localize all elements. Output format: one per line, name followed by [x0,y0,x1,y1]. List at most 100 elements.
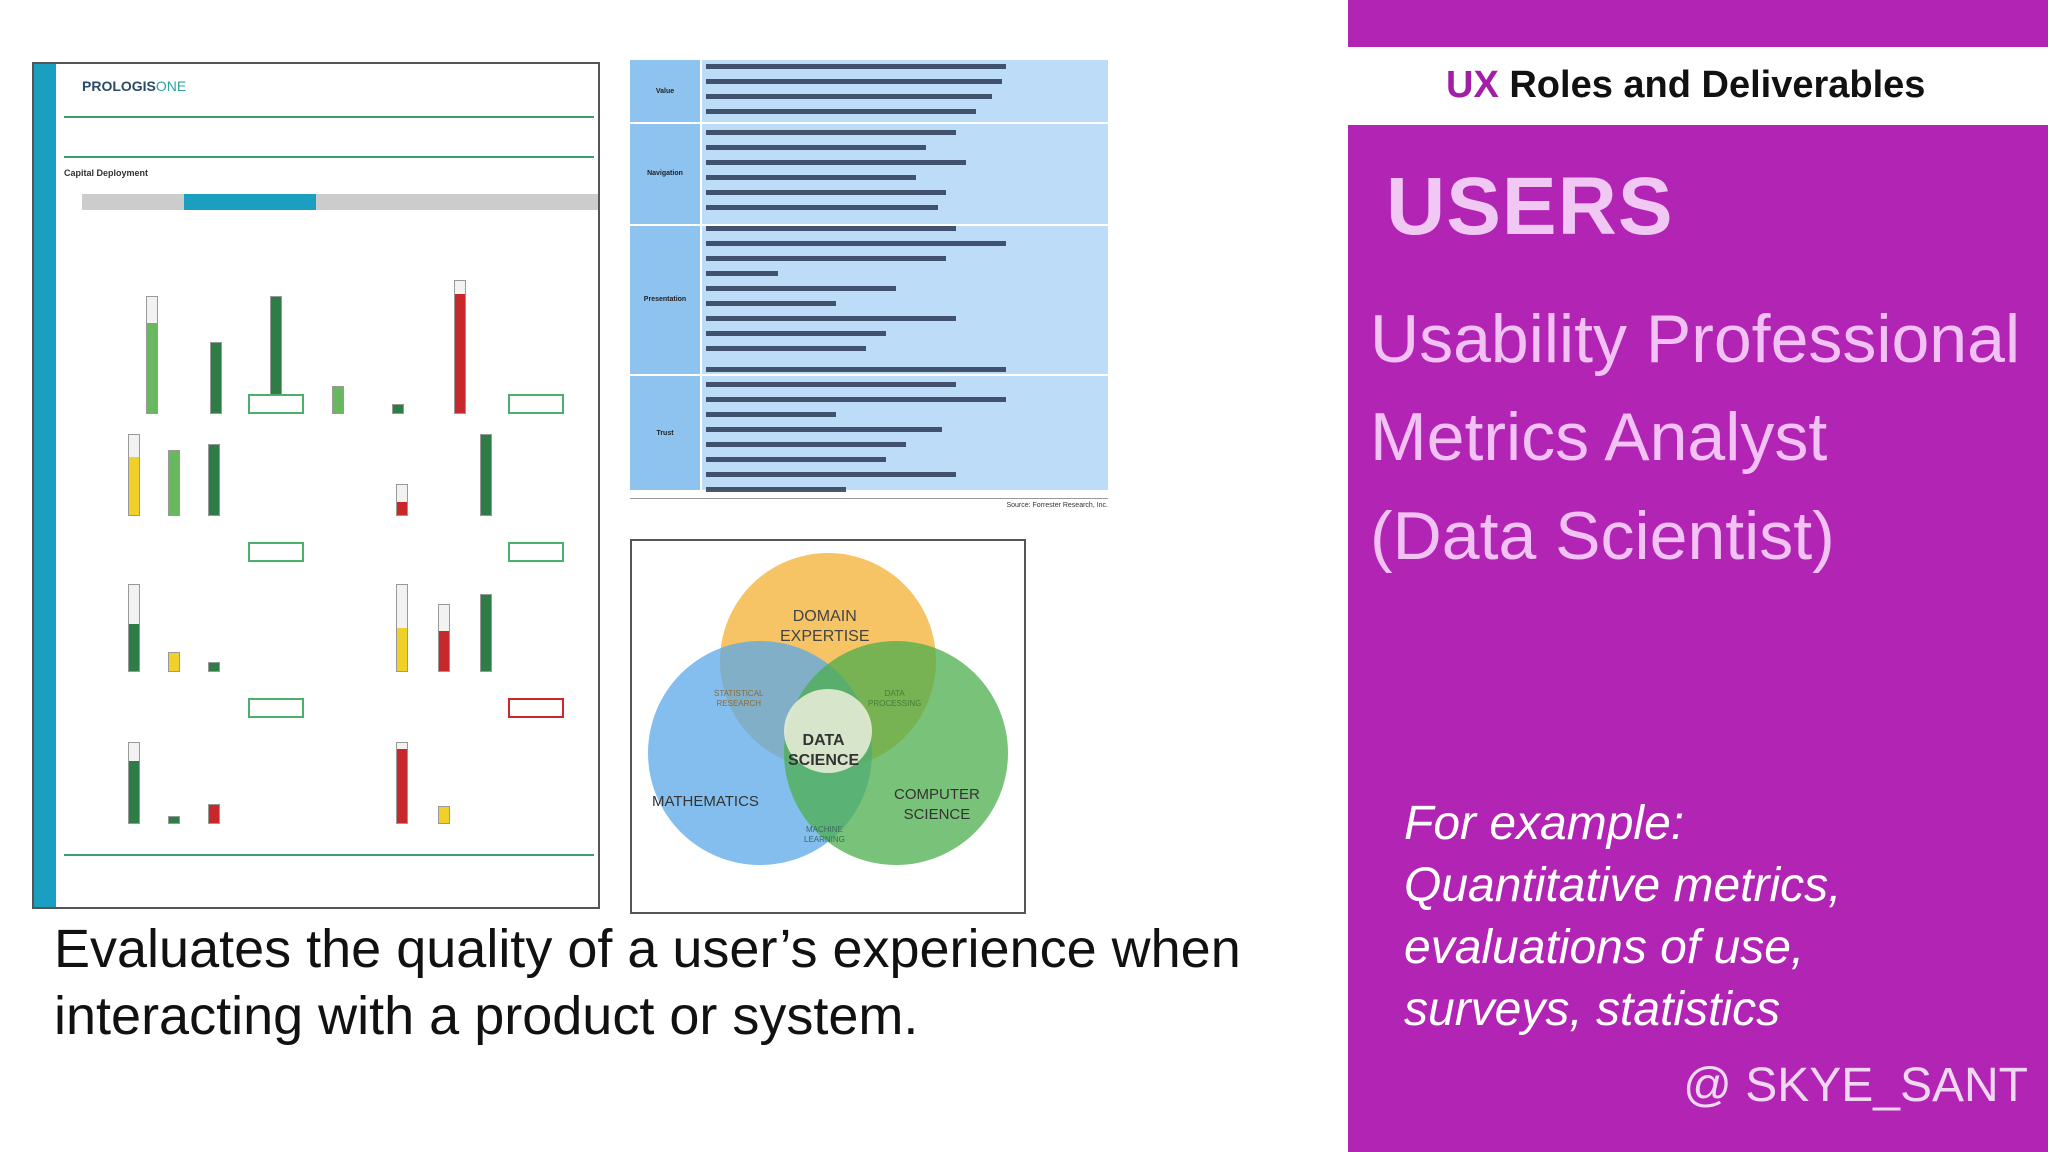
slide-title-ux: UX [1446,64,1499,106]
checklist-question-line [706,175,916,180]
dashboard-divider [64,116,594,118]
mini-bar [332,386,344,414]
checklist-question-line [706,271,778,276]
example-line: For example: [1404,797,1685,850]
role-line: Metrics Analyst [1370,399,1828,475]
mini-bar [146,296,158,414]
caption-line-2: interacting with a product or system. [54,986,919,1046]
checklist-question-line [706,241,1006,246]
mini-bar [396,742,408,824]
venn-label-cs: COMPUTER SCIENCE [894,786,980,823]
checklist-question-line [706,301,836,306]
info-panel: UX Roles and Deliverables USERS Usabilit… [1348,0,2048,1152]
venn-label-stat: STATISTICAL RESEARCH [714,689,764,708]
mini-bar [168,816,180,824]
checklist-question-line [706,442,906,447]
kpi-box [508,698,564,718]
kpi-box [508,394,564,414]
checklist-category-label: Value [655,88,675,95]
checklist-question-line [706,457,886,462]
checklist-question-line [706,94,992,99]
checklist-question-line [706,130,956,135]
checklist-question-line [706,346,866,351]
mini-bar [454,280,466,414]
checklist-question-line [706,64,1006,69]
slide-title: UX Roles and Deliverables [1446,64,1925,107]
checklist-question-block [702,60,1108,124]
kpi-box [248,698,304,718]
checklist-category-cell [630,60,700,124]
role-line: (Data Scientist) [1370,498,1835,574]
venn-label-ml: MACHINE LEARNING [804,825,845,844]
checklist-question-line [706,397,1006,402]
mini-bar [128,584,140,672]
dashboard-tab-bar [82,194,598,210]
mini-bar [480,594,492,672]
dashboard-divider [64,854,594,856]
data-science-venn-diagram: DOMAIN EXPERTISE MATHEMATICS COMPUTER SC… [630,539,1026,914]
mini-bar [396,584,408,672]
header-band [1348,47,2048,125]
kpi-box [248,394,304,414]
checklist-question-line [706,226,956,231]
checklist-category-cell [630,376,700,492]
mini-bar [208,444,220,516]
checklist-question-line [706,472,956,477]
venn-label-center: DATA SCIENCE [788,732,860,769]
checklist-question-line [706,331,886,336]
checklist-question-line [706,190,946,195]
role-line: Usability Professional [1370,301,2021,377]
checklist-question-line [706,427,942,432]
checklist-category-label: Trust [656,430,674,437]
dashboard-screenshot: PROLOGISONE Capital Deployment [32,62,600,909]
checklist-question-line [706,205,938,210]
example-line: surveys, statistics [1404,983,1781,1036]
dashboard-section-title: Capital Deployment [64,168,149,178]
kpi-box [248,542,304,562]
checklist-question-line [706,286,896,291]
mini-bar [438,806,450,824]
checklist-question-line [706,79,1002,84]
example-line: evaluations of use, [1404,921,1805,974]
checklist-question-line [706,145,926,150]
checklist-question-line [706,382,956,387]
venn-center [784,689,872,773]
slide-title-rest: Roles and Deliverables [1498,64,1926,106]
mini-bar [392,404,404,414]
venn-svg [648,553,1008,865]
checklist-question-line [706,412,836,417]
source-divider [630,498,1108,499]
checklist-question-line [706,316,956,321]
dashboard-divider [64,156,594,158]
mini-bar [438,604,450,672]
checklist-category-label: Presentation [643,296,687,303]
mini-bar [128,434,140,516]
dashboard-sidebar [34,64,56,907]
venn-label-domain: DOMAIN EXPERTISE [780,608,870,645]
example-line: Quantitative metrics, [1404,859,1842,912]
kpi-box [508,542,564,562]
mini-bar [128,742,140,824]
mini-bar [168,450,180,516]
mini-bar [208,662,220,672]
dashboard-active-tab [184,194,316,210]
venn-label-math: MATHEMATICS [652,793,759,810]
mini-bar [208,804,220,824]
mini-bar [480,434,492,516]
checklist-question-line [706,487,846,492]
dashboard-logo: PROLOGISONE [82,78,187,94]
author-handle: @ SKYE_SANT [1683,1059,2028,1112]
heuristics-checklist: Value Navigation Presentation Trust Sour… [630,60,1108,515]
mini-bar [210,342,222,414]
venn-label-dp: DATA PROCESSING [868,689,922,708]
panel-top-band [1348,0,2048,47]
users-heading: USERS [1386,161,1674,252]
mini-bar [168,652,180,672]
checklist-question-line [706,109,976,114]
checklist-question-line [706,367,1006,372]
checklist-question-line [706,160,966,165]
checklist-question-line [706,256,946,261]
mini-bar [396,484,408,516]
caption-line-1: Evaluates the quality of a user’s experi… [54,919,1241,979]
source-credit: Source: Forrester Research, Inc. [1006,502,1108,509]
